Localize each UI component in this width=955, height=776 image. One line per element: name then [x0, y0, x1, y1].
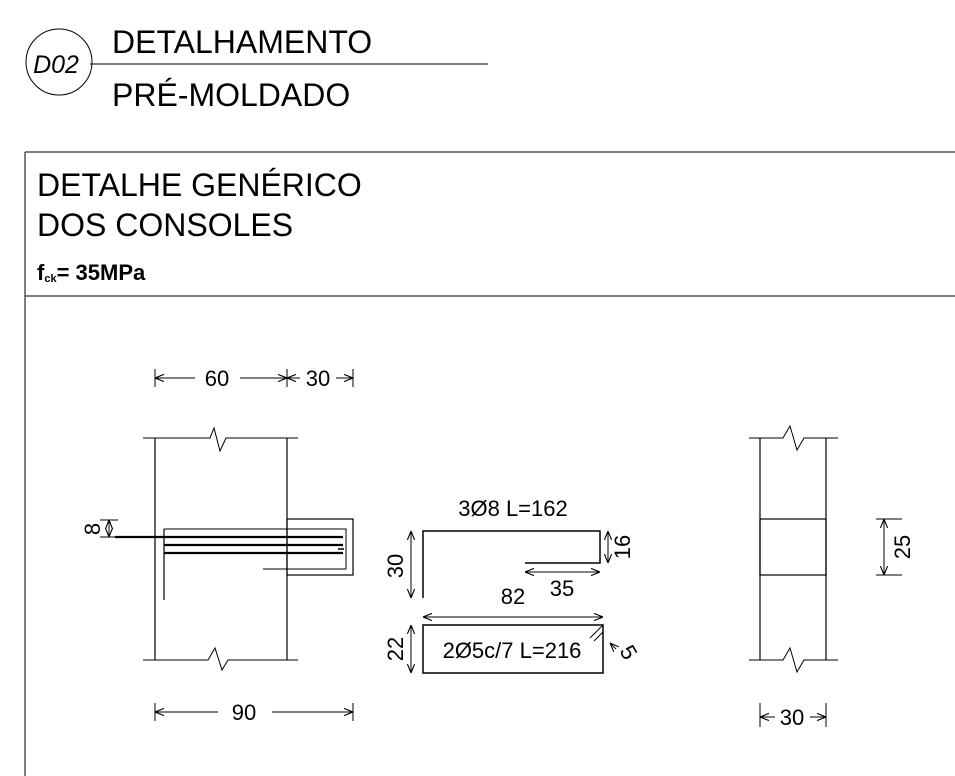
column-break-bottom — [143, 646, 298, 672]
stirrup-shape: 22 2Ø5c/7 L=216 5 — [383, 617, 643, 674]
dim-console-width: 30 — [306, 366, 330, 391]
console-outline — [286, 518, 354, 576]
side-height: 25 — [890, 535, 915, 559]
column-elevation — [115, 426, 354, 672]
bar-main-leg: 30 — [383, 554, 408, 578]
dim-top: 60 30 — [154, 366, 354, 391]
stirrup-height: 22 — [383, 637, 408, 661]
header-title-line2: PRÉ-MOLDADO — [112, 77, 350, 113]
bar-main-inner: 35 — [550, 576, 574, 601]
dim-total-width: 90 — [232, 700, 256, 725]
column-break-top — [143, 426, 298, 453]
detail-panel-frame — [24, 151, 955, 776]
bar-main-shape: 3Ø8 L=162 30 16 35 82 — [383, 496, 635, 609]
console-stirrup — [164, 528, 347, 570]
side-width: 30 — [780, 705, 804, 730]
bar-main-hook: 16 — [610, 535, 635, 559]
side-break-top — [749, 424, 838, 452]
sheet-header: D02 DETALHAMENTO PRÉ-MOLDADO — [25, 24, 488, 113]
panel-title-line2: DOS CONSOLES — [37, 207, 293, 243]
dim-column-width: 60 — [205, 366, 229, 391]
dim-bottom: 90 — [154, 700, 354, 725]
side-console — [759, 518, 827, 576]
panel-title: DETALHE GENÉRICO DOS CONSOLES fck= 35MPa — [37, 167, 362, 285]
side-view: 25 30 — [749, 424, 915, 730]
bar-main-label: 3Ø8 L=162 — [458, 496, 567, 521]
header-title-line1: DETALHAMENTO — [112, 24, 372, 60]
concrete-strength: fck= 35MPa — [37, 260, 146, 285]
bar-main-length: 82 — [501, 584, 525, 609]
detail-badge-circle — [25, 28, 93, 96]
stirrup-label: 2Ø5c/7 L=216 — [443, 638, 582, 663]
dim-cover: 8 — [80, 519, 118, 538]
dim-top-cover: 8 — [80, 523, 105, 535]
detail-badge: D02 — [33, 51, 79, 79]
panel-title-line1: DETALHE GENÉRICO — [37, 167, 362, 203]
side-break-bottom — [749, 646, 838, 674]
stirrup-hook: 5 — [615, 641, 643, 664]
